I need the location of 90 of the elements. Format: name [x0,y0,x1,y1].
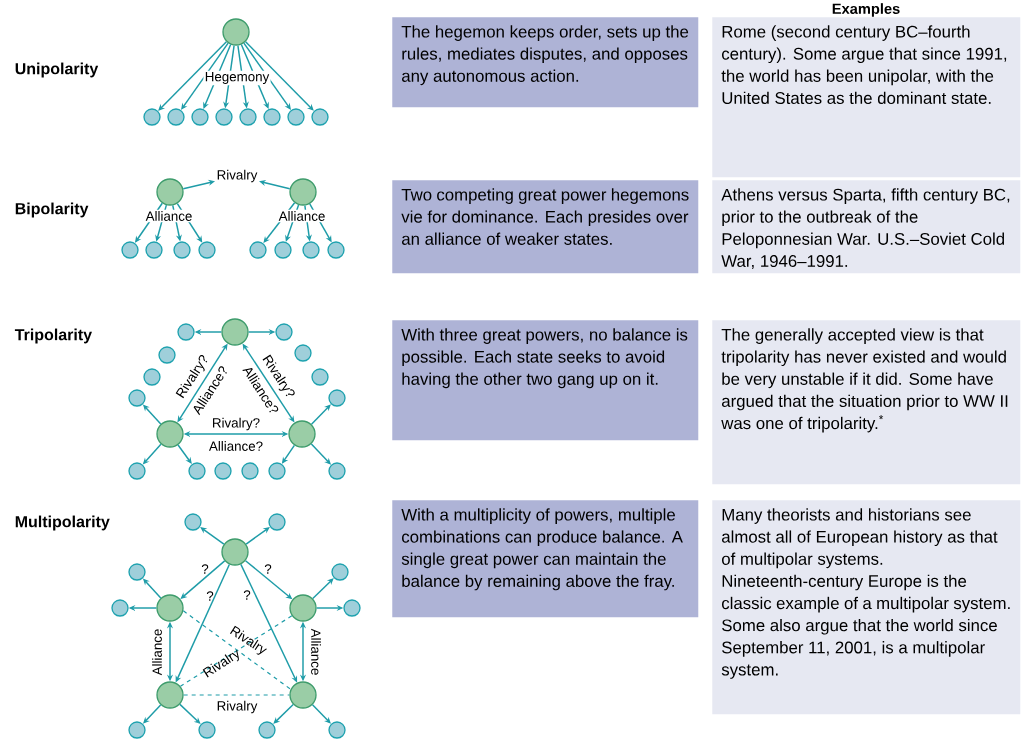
example-box: Many theorists and historians see almost all of European history as that of multipolar systems. Nineteenth-century Europe is the classic example of a multipolar system. Some also argue that the world since September 11, 2001, is a multipolar system. [712,500,1021,715]
state-circle [268,462,286,480]
example-box: The generally accepted view is that tripolarity has never existed and would be very unstable if it did. Some have argued that the situation prior to WW II was one of tripolarity.$^{*}$ [712,320,1021,485]
relation-label: Alliance [144,209,194,223]
state-circle [198,721,216,739]
arrow [311,704,331,724]
arrow [181,42,229,110]
dashed-line [183,694,290,696]
edge-label: ? [206,591,214,601]
state-circle [214,462,232,480]
state-circle [294,344,312,362]
state-circle [287,108,305,126]
arrow [243,42,291,110]
state-circle [343,599,361,617]
row-title: Bipolarity [15,202,89,218]
row-title: Tripolarity [14,328,92,344]
great-power-circle [288,420,316,448]
state-circle [191,108,209,126]
edge-label: Alliance [152,629,162,676]
great-power-circle [156,420,184,448]
state-circle [311,368,329,386]
relation-label: Alliance? [208,441,263,451]
state-circle [188,462,206,480]
arrow [245,527,270,545]
state-circle [128,563,146,581]
arrow [244,41,314,111]
row-title: Multipolarity [15,515,110,531]
great-power-circle [289,681,317,709]
great-power-circle [156,178,184,206]
edge-label: ? [243,590,251,600]
great-power-circle [221,318,249,346]
description-box: With a multiplicity of powers, multiple combinations can produce balance. A single great power can maintain the balance by remaining above the fray. [392,500,699,618]
arrow [310,404,331,425]
state-circle [184,513,202,531]
state-circle [302,241,320,259]
state-circle [249,241,267,259]
state-circle [274,241,292,259]
state-circle [328,389,346,407]
state-circle [143,368,161,386]
state-circle [239,108,257,126]
state-circle [263,108,281,126]
description-box: Two competing great power hegemons vie for dominance. Each presides over an alliance of weaker states. [392,180,699,274]
state-circle [328,462,346,480]
state-circle [177,323,195,341]
state-circle [128,462,146,480]
state-circle [145,241,163,259]
edge-label: Rivalry? [213,417,260,431]
arrow [273,703,294,724]
state-circle [111,599,129,617]
great-power-circle [156,594,184,622]
state-circle [258,721,276,739]
great-power-circle [289,594,317,622]
relation-label: Rivalry [217,169,258,183]
state-circle [268,513,286,531]
great-power-circle [156,681,184,709]
great-power-circle [221,538,249,566]
state-circle [128,721,146,739]
arrow [312,578,334,600]
great-power-circle [289,178,317,206]
arrow [200,527,225,545]
edge-label: ? [201,564,209,574]
state-circle [331,563,349,581]
relation-label: Alliance [277,209,327,223]
arrow [158,41,228,111]
state-circle [311,108,329,126]
example-box: Rome (second century BC–fourth century). Some argue that since 1991, the world has been unipolar, with the United States as the dominant state. [712,17,1021,178]
relation-label: Hegemony [203,70,271,86]
edge-label: ? [264,564,272,574]
great-power-circle [222,18,250,46]
row-title: Unipolarity [15,62,99,78]
state-circle [241,462,259,480]
description-box: The hegemon keeps order, sets up the rules, mediates disputes, and opposes any autonomous action. [392,17,699,108]
state-circle [158,346,176,364]
state-circle [328,721,346,739]
state-circle [327,241,345,259]
edge-label: Alliance [311,628,321,675]
state-circle [215,108,233,126]
description-box: With three great powers, no balance is possible. Each state seeks to avoid having the other two gang up on it. [392,320,699,441]
edge-label: Rivalry [217,700,258,714]
state-circle [173,241,191,259]
state-circle [121,241,139,259]
arrow [177,444,192,464]
state-circle [167,108,185,126]
arrow [285,204,300,242]
state-circle [128,389,146,407]
state-circle [275,323,293,341]
arrow [182,179,215,190]
example-box: Athens versus Sparta, fifth century BC, prior to the outbreak of the Peloponnesian War. U.S.–Soviet Cold War, 1946–1991. [712,180,1021,274]
state-circle [198,241,216,259]
state-circle [143,108,161,126]
